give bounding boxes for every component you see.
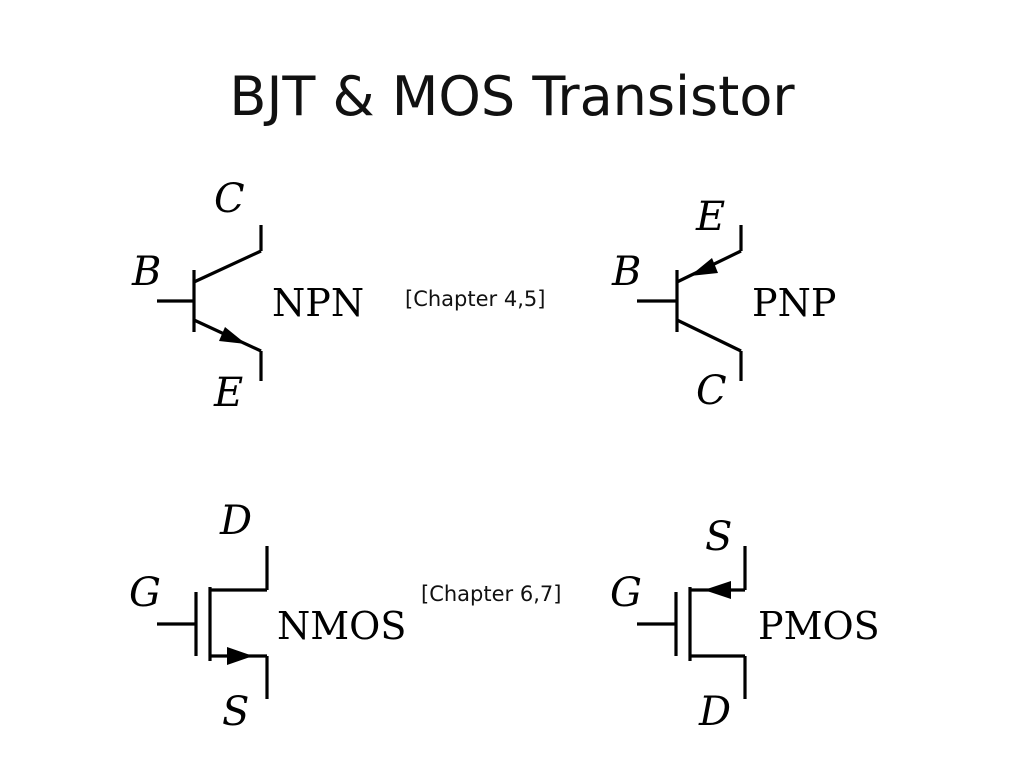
pnp-collector-diagonal <box>676 318 742 353</box>
pmos-source-arrow <box>704 581 731 599</box>
pmos-gate-label: G <box>610 570 642 616</box>
pmos-drain-label: D <box>698 689 731 735</box>
npn-name: NPN <box>272 281 364 325</box>
pnp-collector-label: C <box>696 368 727 414</box>
npn-base-label: B <box>131 249 161 295</box>
slide-title: BJT & MOS Transistor <box>229 65 795 128</box>
nmos-name: NMOS <box>277 604 406 648</box>
pnp-base-label: B <box>611 249 641 295</box>
nmos-source-arrow <box>227 647 253 665</box>
pmos-symbol: S G D PMOS <box>610 514 880 735</box>
npn-symbol: C B E NPN <box>131 176 364 416</box>
pnp-emitter-arrow <box>690 258 718 276</box>
nmos-gate-label: G <box>129 570 161 616</box>
npn-collector-label: C <box>214 176 245 222</box>
bjt-chapter-note: [Chapter 4,5] <box>405 287 545 311</box>
pnp-symbol: E B C PNP <box>611 194 836 414</box>
npn-emitter-arrow <box>219 327 246 344</box>
npn-emitter-label: E <box>213 370 243 416</box>
pmos-name: PMOS <box>758 604 880 648</box>
nmos-symbol: D G S NMOS <box>129 498 406 735</box>
mos-chapter-note: [Chapter 6,7] <box>421 582 561 606</box>
pmos-source-label: S <box>705 514 732 560</box>
nmos-source-label: S <box>222 689 249 735</box>
pnp-emitter-label: E <box>695 194 725 240</box>
pnp-name: PNP <box>752 281 836 325</box>
nmos-drain-label: D <box>219 498 252 544</box>
npn-collector-diagonal <box>193 249 262 284</box>
